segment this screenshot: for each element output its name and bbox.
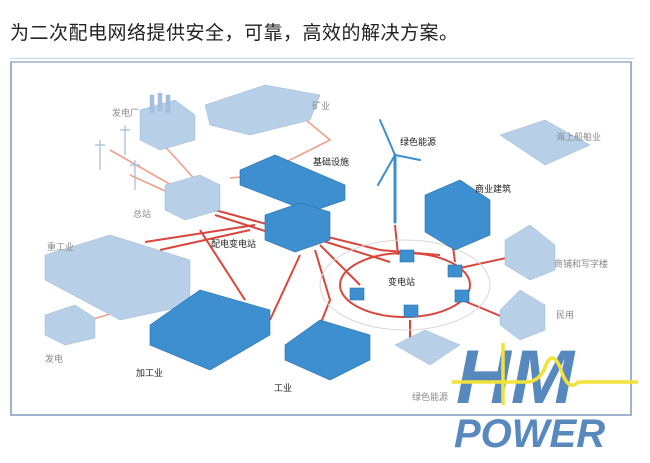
label-green-energy-solar: 绿色能源 — [412, 393, 449, 403]
label-offshore-marine: 海上船舶业 — [556, 133, 602, 143]
residential-house — [499, 289, 546, 341]
distribution-substation-building — [264, 202, 331, 253]
label-main-station: 总站 — [133, 210, 152, 220]
hm-power-logo: HM POWER — [448, 335, 648, 456]
infrastructure-station — [239, 154, 346, 213]
label-mining: 矿业 — [312, 102, 331, 112]
diagram-frame — [10, 61, 632, 416]
label-substation-ring: 变电站 — [388, 278, 416, 288]
commercial-building-block — [424, 179, 491, 251]
label-green-energy-wind: 绿色能源 — [400, 138, 437, 148]
tower-3 — [130, 160, 140, 190]
processing-industry-plant — [149, 289, 271, 371]
logo-power-text: POWER — [454, 412, 605, 455]
page-headline: 为二次配电网络提供安全，可靠，高效的解决方案。 — [10, 22, 459, 44]
tower-1 — [95, 140, 105, 170]
ring-substation-3 — [454, 289, 470, 303]
generation-building — [44, 304, 96, 346]
label-commercial-building: 商业建筑 — [475, 185, 512, 195]
industry-factory — [284, 319, 371, 381]
label-industry: 工业 — [274, 384, 293, 394]
ring-substation-5 — [349, 287, 365, 301]
label-power-plant: 发电厂 — [112, 109, 140, 119]
mining-site — [204, 84, 321, 136]
main-station-building — [164, 174, 221, 221]
headline-divider — [10, 58, 634, 59]
logo-hm-text: HM — [456, 335, 576, 420]
label-generation: 发电 — [45, 355, 64, 365]
label-heavy-industry: 重工业 — [47, 243, 75, 253]
wind-turbine — [377, 119, 421, 224]
shops-offices-building — [504, 224, 556, 281]
ring-substation-4 — [403, 304, 419, 318]
offshore-platform — [499, 119, 591, 166]
tower-2 — [120, 125, 130, 155]
solar-panels — [394, 329, 461, 366]
label-shops-offices: 商铺和写字楼 — [554, 260, 609, 270]
ring-substation-2 — [447, 264, 463, 278]
label-residential: 民用 — [556, 311, 575, 321]
label-processing-industry: 加工业 — [136, 369, 164, 379]
label-infrastructure: 基础设施 — [313, 158, 350, 168]
ring-substation-1 — [399, 249, 415, 263]
label-distribution-substation: 配电变电站 — [211, 240, 257, 250]
